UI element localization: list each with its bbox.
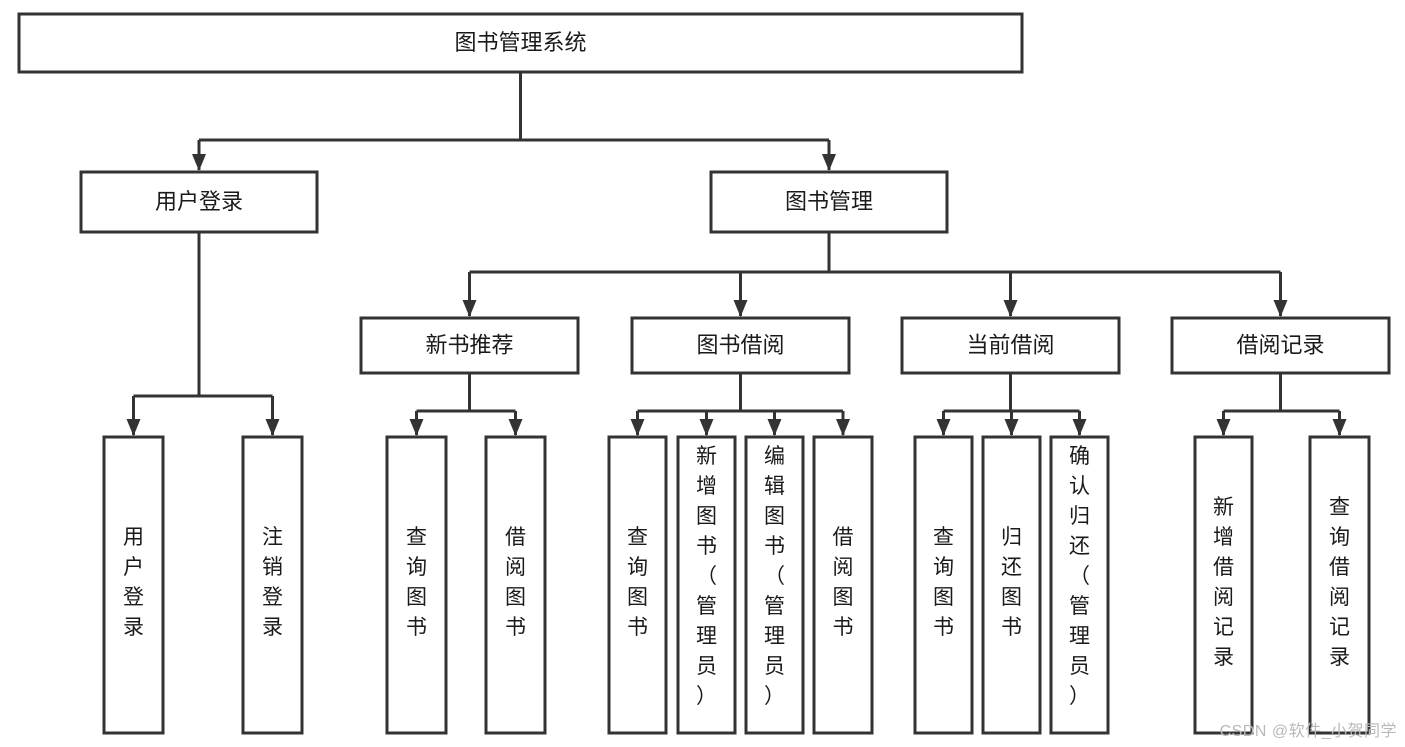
arrow-head (409, 419, 424, 436)
node-label: 注销登录 (262, 526, 283, 639)
node-box[interactable] (241, 435, 304, 735)
node-box[interactable] (607, 435, 668, 735)
node-box[interactable] (484, 435, 547, 735)
node-label: 新增借阅记录 (1213, 496, 1234, 669)
node-label: 当前借阅 (966, 332, 1054, 357)
arrow-head (733, 300, 748, 317)
arrow-head (630, 419, 645, 436)
node-label: 用户登录 (123, 526, 144, 639)
node-leaf-query-book-3[interactable]: 查询图书 (913, 435, 974, 735)
node-leaf-user-logout[interactable]: 注销登录 (241, 435, 304, 735)
node-label: 编辑图书（管理员） (764, 445, 785, 708)
node-label: 图书管理系统 (454, 30, 586, 55)
node-leaf-confirm-return[interactable]: 确认归还（管理员） (1049, 435, 1110, 735)
csdn-watermark: CSDN @软件_小贺同学 (1219, 723, 1397, 740)
arrow-head (192, 154, 206, 171)
node-box[interactable] (1193, 435, 1254, 735)
node-leaf-return-book[interactable]: 归还图书 (981, 435, 1042, 735)
node-box[interactable] (676, 435, 737, 735)
arrow-head (1072, 419, 1087, 436)
node-leaf-query-book-2[interactable]: 查询图书 (607, 435, 668, 735)
node-leaf-query-book-1[interactable]: 查询图书 (385, 435, 448, 735)
node-label: 查询图书 (627, 526, 648, 639)
node-box[interactable] (709, 170, 949, 234)
arrow-head (822, 154, 836, 171)
arrow-head (936, 419, 951, 436)
arrow-head (1216, 419, 1231, 436)
node-label: 确认归还（管理员） (1069, 445, 1090, 708)
node-box[interactable] (79, 170, 319, 234)
node-box[interactable] (981, 435, 1042, 735)
arrow-head (1003, 300, 1018, 317)
arrow-head (1004, 419, 1019, 436)
node-box[interactable] (812, 435, 874, 735)
node-label: 借阅记录 (1236, 332, 1324, 357)
node-label: 归还图书 (1001, 526, 1022, 639)
node-box[interactable] (900, 316, 1121, 375)
node-label: 查询图书 (406, 526, 427, 639)
arrow-head (1332, 419, 1347, 436)
node-label: 新书推荐 (425, 332, 513, 357)
node-box[interactable] (17, 12, 1024, 74)
arrow-head (836, 419, 850, 436)
arrow-head (767, 419, 782, 436)
nodes-layer: 图书管理系统用户登录图书管理新书推荐图书借阅当前借阅借阅记录用户登录注销登录查询… (17, 12, 1391, 735)
node-leaf-borrow-book-2[interactable]: 借阅图书 (812, 435, 874, 735)
node-leaf-add-book[interactable]: 新增图书（管理员） (676, 435, 737, 735)
node-new-book-rec[interactable]: 新书推荐 (359, 316, 580, 375)
node-current-borrow[interactable]: 当前借阅 (900, 316, 1121, 375)
node-box[interactable] (102, 435, 165, 735)
node-box[interactable] (1170, 316, 1391, 375)
node-borrow-record[interactable]: 借阅记录 (1170, 316, 1391, 375)
arrow-head (126, 419, 141, 436)
node-label: 用户登录 (155, 189, 243, 214)
node-box[interactable] (385, 435, 448, 735)
arrow-head (462, 300, 477, 317)
node-user-login[interactable]: 用户登录 (79, 170, 319, 234)
node-label: 图书管理 (785, 189, 873, 214)
node-leaf-add-record[interactable]: 新增借阅记录 (1193, 435, 1254, 735)
node-box[interactable] (913, 435, 974, 735)
connectors-layer (126, 72, 1347, 436)
node-box[interactable] (1308, 435, 1371, 735)
node-leaf-user-login[interactable]: 用户登录 (102, 435, 165, 735)
node-book-manage[interactable]: 图书管理 (709, 170, 949, 234)
node-box[interactable] (630, 316, 851, 375)
node-label: 借阅图书 (833, 526, 854, 639)
node-leaf-query-record[interactable]: 查询借阅记录 (1308, 435, 1371, 735)
node-label: 查询图书 (933, 526, 954, 639)
arrow-head (1273, 300, 1288, 317)
arrow-head (508, 419, 523, 436)
node-label: 查询借阅记录 (1329, 496, 1350, 669)
node-label: 图书借阅 (696, 332, 784, 357)
node-leaf-edit-book[interactable]: 编辑图书（管理员） (744, 435, 805, 735)
node-label: 新增图书（管理员） (696, 445, 717, 708)
node-box[interactable] (1049, 435, 1110, 735)
node-book-borrow[interactable]: 图书借阅 (630, 316, 851, 375)
node-box[interactable] (744, 435, 805, 735)
arrow-head (265, 419, 280, 436)
node-box[interactable] (359, 316, 580, 375)
node-label: 借阅图书 (505, 526, 526, 639)
node-root[interactable]: 图书管理系统 (17, 12, 1024, 74)
node-leaf-borrow-book-1[interactable]: 借阅图书 (484, 435, 547, 735)
arrow-head (699, 419, 714, 436)
